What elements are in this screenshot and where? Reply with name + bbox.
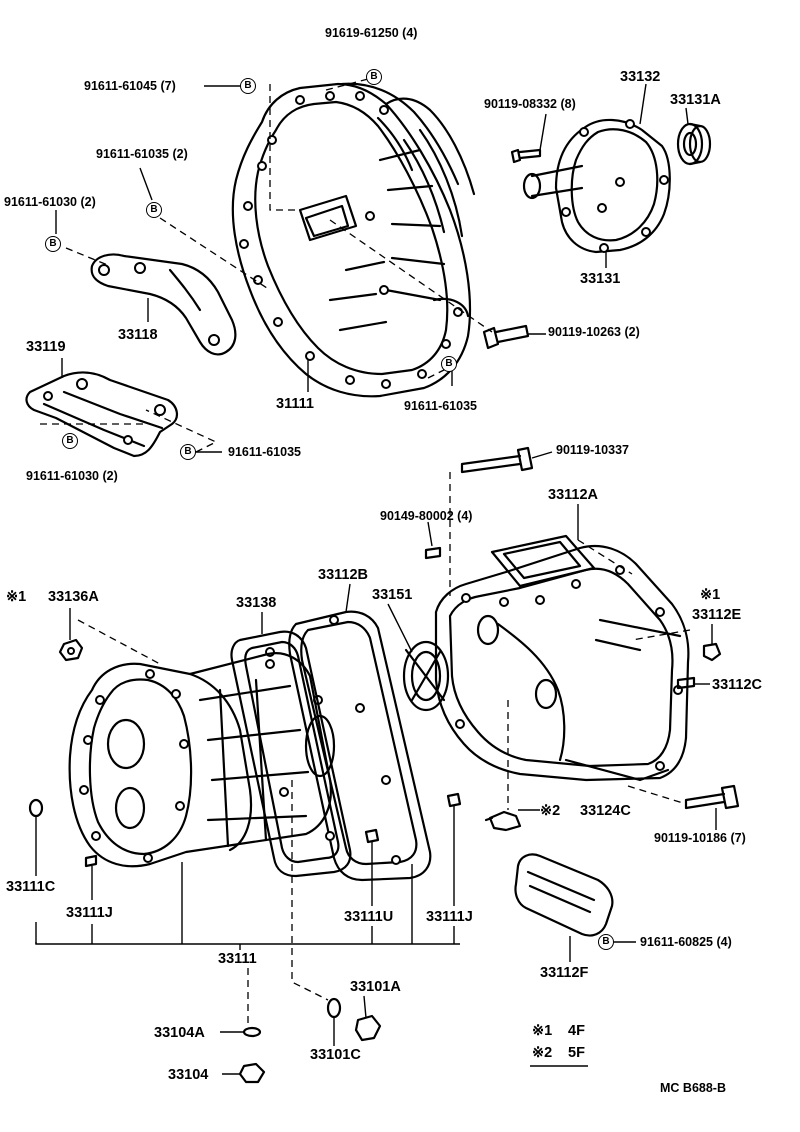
- callout-label: 33101C: [310, 1047, 361, 1063]
- legend-mark: ※2: [532, 1045, 553, 1061]
- pin-33112C: [676, 676, 696, 690]
- callout-label: 33104: [168, 1067, 209, 1083]
- callout-mark: ※1: [700, 587, 721, 603]
- callout-label: 91611-61045 (7): [84, 79, 176, 93]
- leader-lines: [35, 83, 717, 1075]
- legend-value: 5F: [568, 1045, 585, 1061]
- bolt-90119-08332: [510, 148, 542, 164]
- bolt-badge: B: [62, 433, 78, 449]
- callout-label: 33112C: [712, 677, 762, 693]
- callout-label: 90149-80002 (4): [380, 509, 473, 523]
- callout-label: 33111J: [426, 909, 473, 925]
- callout-label: 33124C: [580, 803, 631, 819]
- callout-label: 33118: [118, 327, 158, 343]
- legend-value: 4F: [568, 1023, 585, 1039]
- callout-label: 33132: [620, 69, 661, 85]
- callout-label: 33131: [580, 271, 621, 287]
- callout-label: 91611-60825 (4): [640, 935, 732, 949]
- callout-label: 33131A: [670, 92, 721, 108]
- legend-mark: ※1: [532, 1023, 553, 1039]
- callout-label: 91619-61250 (4): [325, 26, 418, 40]
- callout-label: 33136A: [48, 589, 99, 605]
- callout-label: 33111U: [344, 909, 394, 925]
- washer-33104A: [242, 1026, 262, 1038]
- plate-33138: [230, 630, 352, 878]
- callout-mark: ※1: [6, 589, 27, 605]
- cover-33112F: [514, 853, 614, 937]
- callout-label: 33151: [372, 587, 413, 603]
- pin-33111J-right: [446, 792, 462, 808]
- bolt-90119-10263: [482, 324, 530, 350]
- callout-label: 90119-10186 (7): [654, 831, 746, 845]
- bolt-badge: B: [441, 356, 457, 372]
- plug-33111C: [28, 798, 44, 818]
- callout-label: 90119-08332 (8): [484, 97, 576, 111]
- callout-label: 33111C: [6, 879, 56, 895]
- assembly-lines: [40, 77, 691, 1026]
- callout-label: 33112A: [548, 487, 598, 503]
- callout-label: 33101A: [350, 979, 401, 995]
- callout-label: 33111: [218, 951, 257, 967]
- bolt-badge: B: [45, 236, 61, 252]
- rear-cover-33131: [522, 118, 671, 254]
- plug-33104: [238, 1062, 266, 1084]
- callout-label: 33112B: [318, 567, 368, 583]
- stud-90149-80002: [424, 546, 442, 560]
- pin-33111J-left: [84, 854, 98, 868]
- plug-33101A: [354, 1014, 382, 1042]
- switch-33124C: [484, 810, 522, 832]
- plate-33112B: [288, 610, 432, 882]
- bracket-33119: [25, 371, 178, 458]
- callout-label: 33111J: [66, 905, 113, 921]
- callout-label: 91611-61035 (2): [96, 147, 188, 161]
- callout-label: 90119-10263 (2): [548, 325, 640, 339]
- callout-label: 33104A: [154, 1025, 205, 1041]
- case-33111: [68, 652, 332, 868]
- callout-label: 91611-61030 (2): [4, 195, 96, 209]
- callout-label: 33112F: [540, 965, 589, 981]
- clutch-housing-31111: [231, 82, 476, 398]
- callout-label: 33119: [26, 339, 66, 355]
- bracket-33118: [90, 253, 237, 356]
- bolt-badge: B: [180, 444, 196, 460]
- bolt-badge: B: [240, 78, 256, 94]
- callout-label: 31111: [276, 396, 314, 412]
- bolt-badge: B: [598, 934, 614, 950]
- footer-code: MC B688-B: [660, 1081, 726, 1095]
- washer-33101C: [326, 997, 342, 1019]
- bolt-90119-10186: [684, 784, 740, 810]
- bolt-badge: B: [366, 69, 382, 85]
- nut-33136A: [58, 638, 84, 662]
- callout-label: 90119-10337: [556, 443, 629, 457]
- callout-label: 33138: [236, 595, 277, 611]
- callout-label: 91611-61030 (2): [26, 469, 118, 483]
- bolt-90119-10337: [460, 446, 534, 474]
- callout-label: 33112E: [692, 607, 742, 623]
- callout-label: 91611-61035: [228, 445, 301, 459]
- bolt-badge: B: [146, 202, 162, 218]
- pin-33111U: [364, 828, 380, 844]
- plate-33151: [402, 640, 450, 712]
- seal-33131A: [676, 122, 712, 166]
- case-33112A: [434, 534, 690, 782]
- callout-mark: ※2: [540, 803, 561, 819]
- nut-33112E: [702, 642, 722, 662]
- callout-label: 91611-61035: [404, 399, 477, 413]
